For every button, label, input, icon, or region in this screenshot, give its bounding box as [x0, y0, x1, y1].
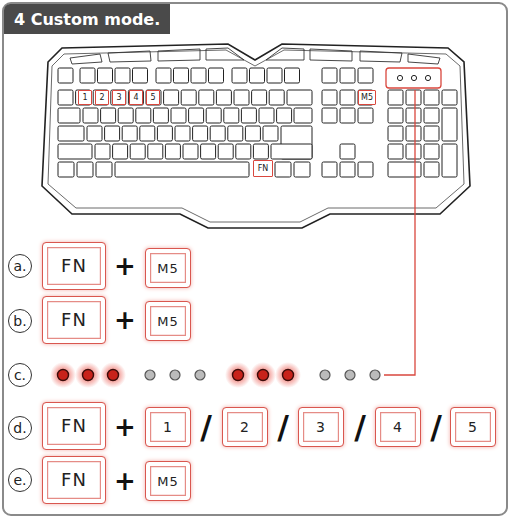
key-text: 4	[393, 420, 403, 434]
key-text: M5	[361, 94, 373, 102]
step-marker: c.	[8, 363, 32, 387]
keyboard-bevel	[48, 50, 464, 222]
step-marker: b.	[8, 309, 32, 333]
key-text: 2	[240, 420, 250, 434]
keyboard-key: 4	[129, 90, 143, 105]
step-marker: e.	[8, 468, 32, 492]
key-icon: M5	[145, 301, 191, 341]
separator: /	[200, 411, 212, 443]
key-text: 5	[468, 420, 478, 434]
key-text: d.	[13, 421, 26, 435]
plus-sign: +	[114, 468, 136, 494]
separator: /	[277, 411, 289, 443]
key-text: M5	[157, 262, 179, 275]
keyboard-key: 2	[95, 90, 109, 105]
key-icon: 2	[222, 407, 268, 447]
key-text: 4	[133, 94, 138, 102]
plus-sign: +	[114, 307, 136, 333]
key-icon: 5	[450, 407, 496, 447]
step-marker: d.	[8, 416, 32, 440]
key-text: FN	[61, 311, 87, 329]
led-states	[50, 362, 380, 388]
key-text: M5	[157, 475, 179, 488]
led-panel	[386, 68, 441, 88]
frame	[3, 3, 507, 515]
keyboard-body	[42, 44, 470, 228]
key-text: 3	[316, 420, 326, 434]
key-text: a.	[13, 259, 26, 273]
plus-sign: +	[114, 414, 136, 440]
key-text: M5	[157, 315, 179, 328]
keyboard-key: 1	[78, 90, 92, 105]
key-text: 2	[99, 94, 104, 102]
key-icon: 3	[298, 407, 344, 447]
key-text: FN	[258, 165, 269, 173]
key-icon: M5	[145, 248, 191, 288]
key-text: FN	[61, 257, 87, 275]
key-text: 3	[116, 94, 121, 102]
separator: /	[354, 411, 366, 443]
keyboard-key: 5	[146, 90, 160, 105]
key-text: b.	[13, 314, 26, 328]
key-icon: FN	[42, 242, 106, 290]
key-icon: FN	[42, 402, 106, 450]
step-marker: a.	[8, 254, 32, 278]
key-text: FN	[61, 471, 87, 489]
key-text: 1	[163, 420, 173, 434]
key-text: e.	[13, 473, 26, 487]
plus-sign: +	[114, 253, 136, 279]
keyboard-top-trim	[70, 48, 440, 64]
title: 4 Custom mode.	[4, 4, 170, 34]
key-text: FN	[61, 417, 87, 435]
key-icon: M5	[145, 461, 191, 501]
keyboard-keys	[58, 68, 457, 177]
led-dots	[397, 75, 430, 80]
keyboard-key: M5	[358, 90, 376, 105]
key-icon: 1	[145, 407, 191, 447]
separator: /	[430, 411, 442, 443]
leader-line	[384, 90, 415, 375]
key-text: c.	[14, 368, 26, 382]
key-icon: FN	[42, 296, 106, 344]
key-icon: 4	[375, 407, 421, 447]
keyboard-key: 3	[112, 90, 126, 105]
key-icon: FN	[42, 456, 106, 504]
key-text: 1	[82, 94, 87, 102]
key-text: 5	[150, 94, 155, 102]
keyboard-key: FN	[253, 160, 273, 177]
